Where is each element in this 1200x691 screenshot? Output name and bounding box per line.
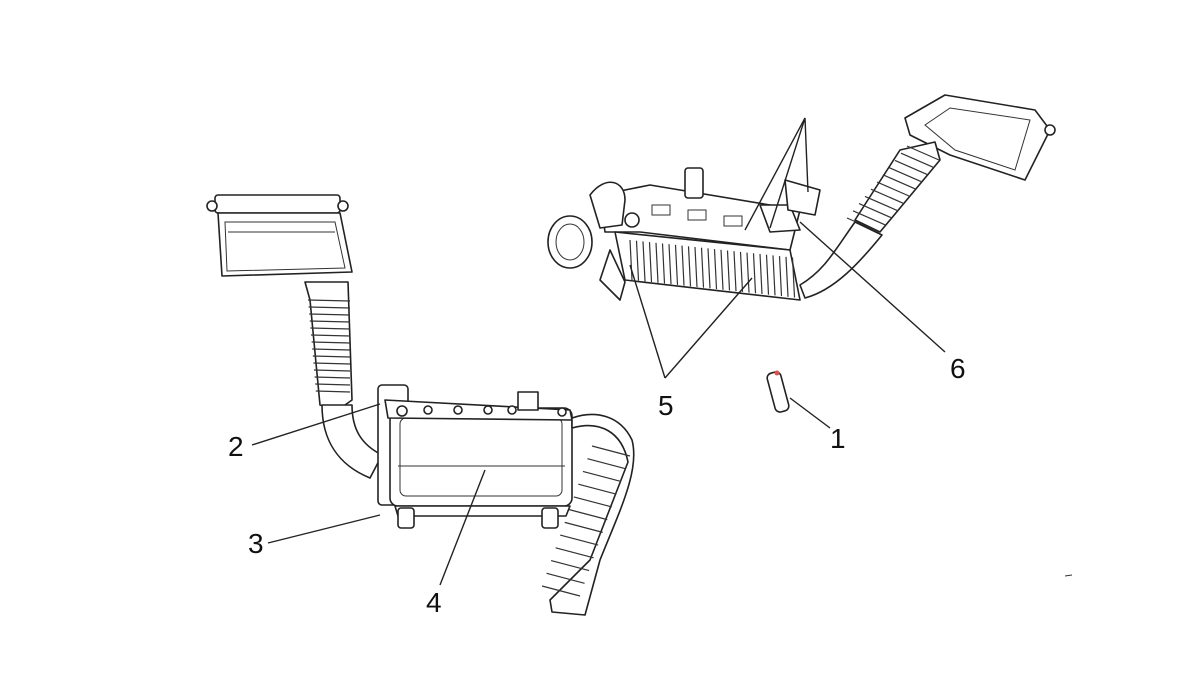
callout-labels: 1 2 3 4 5 6 (228, 353, 966, 618)
housing-fin (746, 252, 750, 293)
housing-fin (687, 246, 692, 287)
callout-1: 1 (830, 423, 846, 454)
duct-rib (591, 445, 631, 457)
callout-5: 5 (658, 390, 674, 421)
duct-rib (314, 376, 351, 379)
duct-rib (587, 458, 626, 470)
housing-fin (648, 242, 653, 283)
left-assembly (206, 194, 635, 616)
callout-4: 4 (426, 587, 442, 618)
housing-fin (635, 240, 640, 281)
duct-rib (307, 299, 351, 302)
intake-duct-right (799, 94, 1056, 299)
duct-rib (541, 585, 581, 597)
duct-rib (852, 210, 886, 226)
duct-rib (313, 369, 351, 372)
housing-fin (739, 251, 744, 292)
housing-fin (707, 248, 711, 289)
duct-rib (313, 362, 351, 365)
duct-rib (858, 203, 892, 219)
duct-rib (315, 390, 351, 393)
housing-fin (629, 239, 633, 281)
housing-fin (778, 256, 783, 297)
duct-rib (310, 327, 351, 330)
duct-rib (888, 167, 922, 183)
callout-2: 2 (228, 431, 244, 462)
duct-rib (894, 159, 928, 175)
leader-lines (251, 117, 946, 586)
air-cleaner-box (377, 384, 573, 529)
housing-fin (668, 244, 672, 285)
sensor-part (766, 370, 790, 413)
intake-duct-left (304, 281, 383, 479)
duct-rib (870, 188, 904, 204)
duct-rib (560, 534, 599, 546)
duct-rib (550, 559, 590, 572)
duct-rib (312, 348, 351, 351)
duct-rib (882, 174, 916, 190)
housing-fin (752, 253, 757, 294)
duct-rib (310, 334, 351, 337)
duct-rib (578, 483, 617, 495)
duct-rib (311, 341, 351, 344)
callout-3: 3 (248, 528, 264, 559)
duct-rib (564, 521, 603, 533)
housing-fin (700, 247, 705, 288)
right-assembly (547, 94, 1056, 413)
callout-6: 6 (950, 353, 966, 384)
duct-rib (864, 195, 898, 211)
housing-fin (785, 256, 789, 297)
stray-mark (1064, 574, 1073, 577)
duct-rib (900, 152, 934, 168)
air-cleaner-housing-right (599, 167, 821, 301)
housing-fin (655, 242, 659, 283)
duct-rib (876, 181, 910, 197)
housing-fin (772, 255, 776, 296)
duct-rib (546, 572, 585, 584)
housing-fin (791, 257, 796, 298)
air-intake-cover-left (206, 194, 353, 277)
housing-fin (759, 253, 763, 295)
housing-fin (720, 249, 724, 290)
housing-fin (765, 254, 770, 295)
housing-fin (694, 246, 698, 288)
housing-fin (726, 250, 731, 291)
housing-fin (733, 251, 737, 292)
housing-fin (674, 244, 679, 285)
duct-rib (309, 313, 351, 316)
housing-fin (661, 243, 666, 284)
housing-fin (681, 245, 685, 286)
duct-rib (555, 547, 594, 559)
duct-rib (312, 355, 351, 358)
duct-rib (315, 383, 351, 386)
duct-rib (573, 496, 612, 508)
housing-fin (713, 249, 718, 290)
duct-rib (569, 509, 608, 521)
duct-rib (308, 306, 351, 309)
outlet-duct-left (541, 413, 635, 616)
duct-rib (582, 470, 622, 483)
inlet-elbow-right (547, 181, 640, 269)
housing-fin (642, 241, 646, 282)
duct-rib (309, 320, 351, 323)
duct-rib (906, 145, 940, 161)
